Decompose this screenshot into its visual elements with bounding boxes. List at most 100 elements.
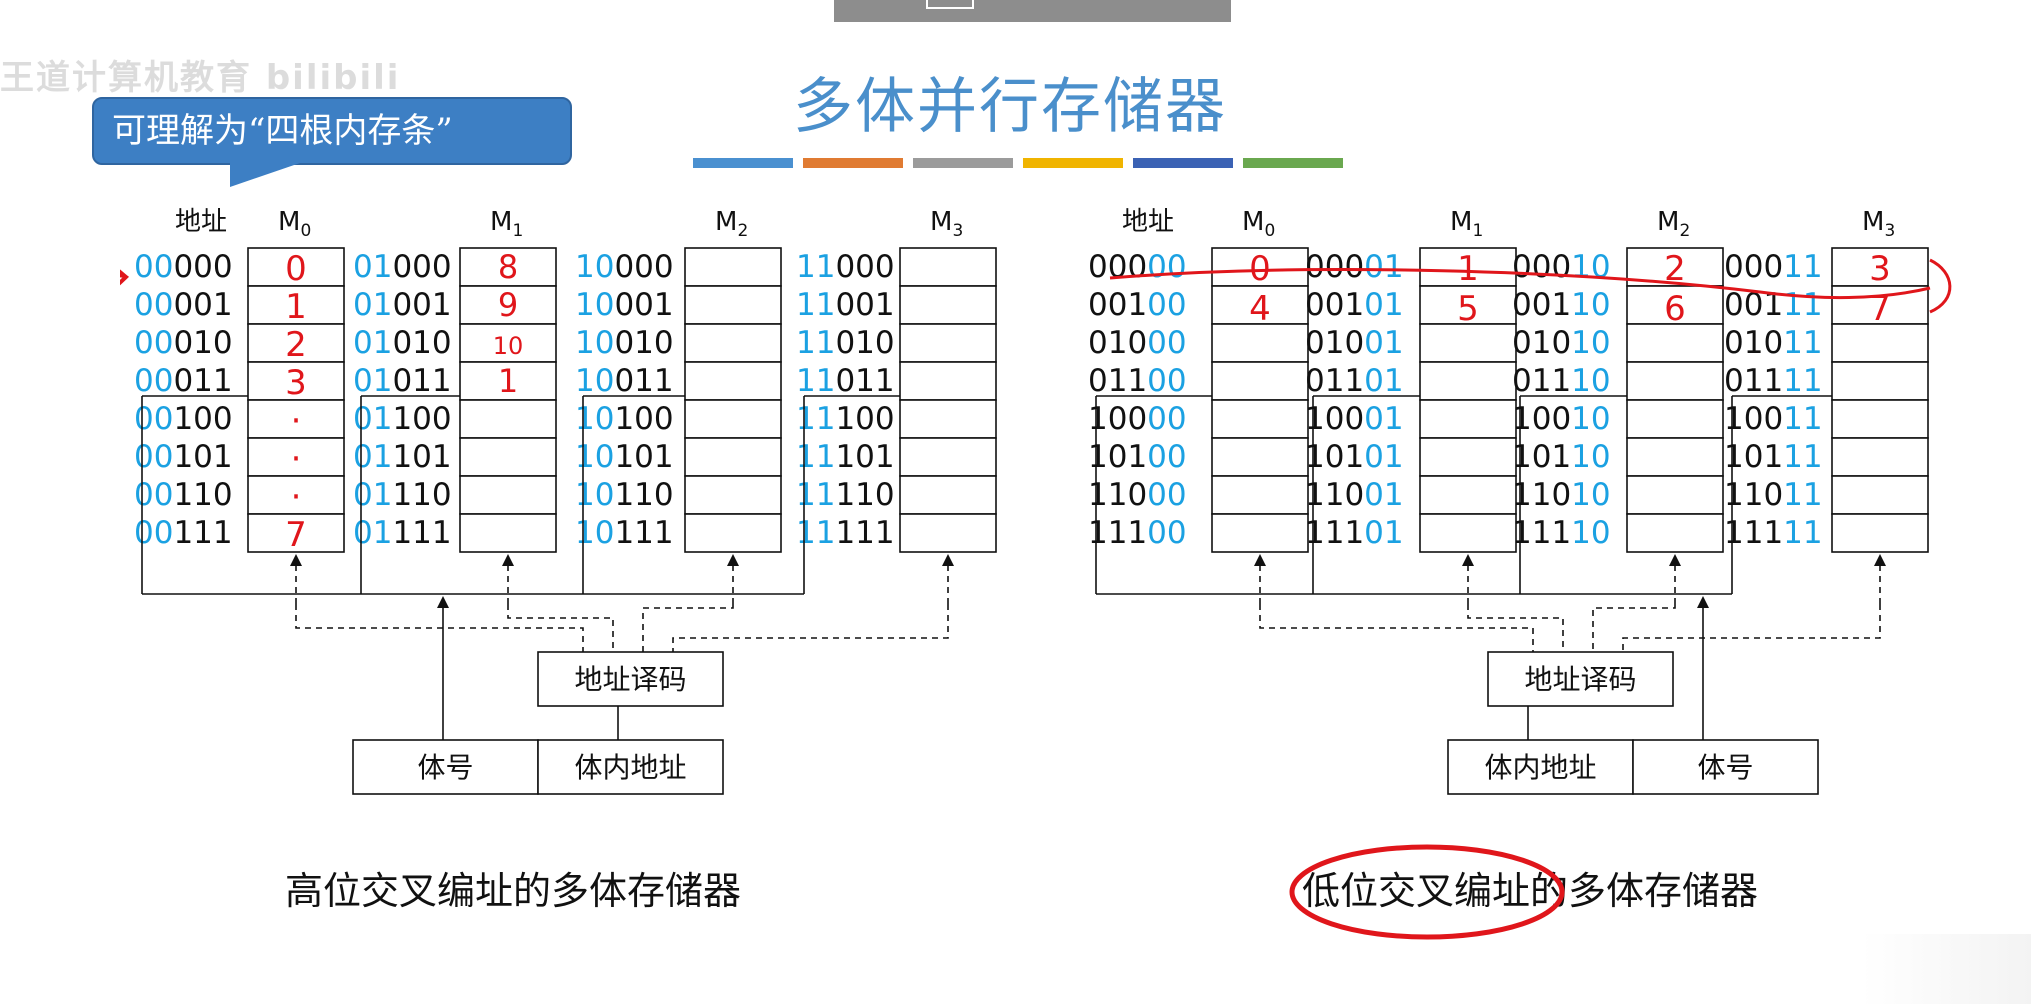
address-part-a: 11	[796, 325, 835, 361]
register-left-label: 体号	[417, 751, 473, 784]
right-caption-highlight: 低位交叉编址	[1302, 869, 1531, 913]
module-label-1: M1	[490, 207, 523, 241]
address-part-b: 10	[1571, 249, 1610, 285]
address-part-a: 011	[1305, 363, 1364, 399]
address-part-a: 001	[1512, 287, 1571, 323]
memory-cell	[684, 323, 782, 363]
address-part-b: 01	[1364, 249, 1403, 285]
address-part-b: 000	[173, 249, 232, 285]
collapse-handle[interactable]	[926, 0, 974, 9]
address-label: 01101	[353, 439, 452, 475]
register-left-label: 体内地址	[1484, 751, 1596, 784]
module-subscript: 2	[737, 221, 748, 241]
register-bus-arrow	[1697, 596, 1709, 608]
memory-cell	[247, 513, 345, 553]
color-bar-3	[913, 158, 1013, 168]
color-bar-1	[693, 158, 793, 168]
address-part-a: 111	[1305, 515, 1364, 551]
address-label: 00011	[1724, 249, 1823, 285]
address-label: 10101	[1305, 439, 1404, 475]
memory-cell	[1831, 437, 1929, 477]
handwritten-left-m1: 1	[498, 362, 518, 400]
address-label: 11011	[1724, 477, 1823, 513]
address-part-b: 111	[835, 515, 894, 551]
address-label: 10000	[575, 249, 674, 285]
address-part-b: 011	[614, 363, 673, 399]
memory-cell	[1211, 475, 1309, 515]
address-label: 00111	[134, 515, 233, 551]
address-part-b: 11	[1783, 249, 1822, 285]
address-label: 01001	[1305, 325, 1404, 361]
address-part-b: 100	[835, 401, 894, 437]
address-part-a: 110	[1088, 477, 1147, 513]
color-bar-4	[1023, 158, 1123, 168]
select-arrow	[1669, 554, 1681, 566]
address-label: 00110	[1512, 287, 1611, 323]
address-label: 11001	[1305, 477, 1404, 513]
module-subscript: 1	[512, 221, 523, 241]
memory-cell	[1831, 475, 1929, 515]
address-part-a: 00	[134, 249, 173, 285]
decoder-select-path	[1592, 604, 1676, 652]
memory-cell	[684, 437, 782, 477]
address-part-b: 011	[173, 363, 232, 399]
memory-cell	[1419, 437, 1517, 477]
address-part-b: 110	[614, 477, 673, 513]
hand-stroke-row	[1109, 268, 1931, 300]
address-part-a: 010	[1724, 325, 1783, 361]
address-part-a: 10	[575, 401, 614, 437]
address-part-a: 101	[1724, 439, 1783, 475]
address-part-b: 10	[1571, 325, 1610, 361]
address-part-b: 001	[835, 287, 894, 323]
address-label: 10110	[575, 477, 674, 513]
address-part-a: 100	[1512, 401, 1571, 437]
address-part-a: 00	[134, 439, 173, 475]
select-arrow	[727, 554, 739, 566]
address-part-b: 100	[614, 401, 673, 437]
memory-cell	[899, 399, 997, 439]
address-part-b: 100	[173, 401, 232, 437]
address-part-a: 01	[353, 515, 392, 551]
select-arrow	[942, 554, 954, 566]
memory-cell	[684, 247, 782, 287]
address-part-b: 010	[392, 325, 451, 361]
address-part-b: 100	[392, 401, 451, 437]
memory-cell	[247, 361, 345, 401]
address-part-a: 10	[575, 363, 614, 399]
module-letter: M	[490, 207, 512, 237]
address-label: 00101	[1305, 287, 1404, 323]
address-label: 11101	[796, 439, 895, 475]
address-part-b: 00	[1147, 439, 1186, 475]
handwritten-right-row0: 2	[1664, 249, 1686, 289]
address-part-a: 011	[1088, 363, 1147, 399]
memory-cell	[1831, 399, 1929, 439]
register-left-box	[1447, 739, 1634, 795]
address-label: 11101	[1305, 515, 1404, 551]
address-part-a: 01	[353, 439, 392, 475]
address-label: 10111	[1724, 439, 1823, 475]
address-part-b: 10	[1571, 401, 1610, 437]
address-label: 11111	[796, 515, 895, 551]
memory-cell	[247, 285, 345, 325]
module-letter: M	[1862, 207, 1884, 237]
select-arrow	[1254, 554, 1266, 566]
address-label: 10101	[575, 439, 674, 475]
address-part-b: 00	[1147, 249, 1186, 285]
memory-cell	[1211, 323, 1309, 363]
handwritten-left-m1: 10	[493, 332, 524, 360]
handwritten-right-row0: 1	[1457, 249, 1479, 289]
address-part-a: 010	[1305, 325, 1364, 361]
memory-cell	[459, 513, 557, 553]
address-part-a: 101	[1088, 439, 1147, 475]
address-part-a: 11	[796, 477, 835, 513]
memory-cell	[247, 247, 345, 287]
address-label: 01111	[353, 515, 452, 551]
address-label: 10111	[575, 515, 674, 551]
memory-cell	[1211, 361, 1309, 401]
address-part-a: 111	[1088, 515, 1147, 551]
handwritten-left-m0: ·	[291, 401, 302, 441]
memory-cell	[899, 361, 997, 401]
address-label: 00100	[1088, 287, 1187, 323]
address-label: 00001	[134, 287, 233, 323]
